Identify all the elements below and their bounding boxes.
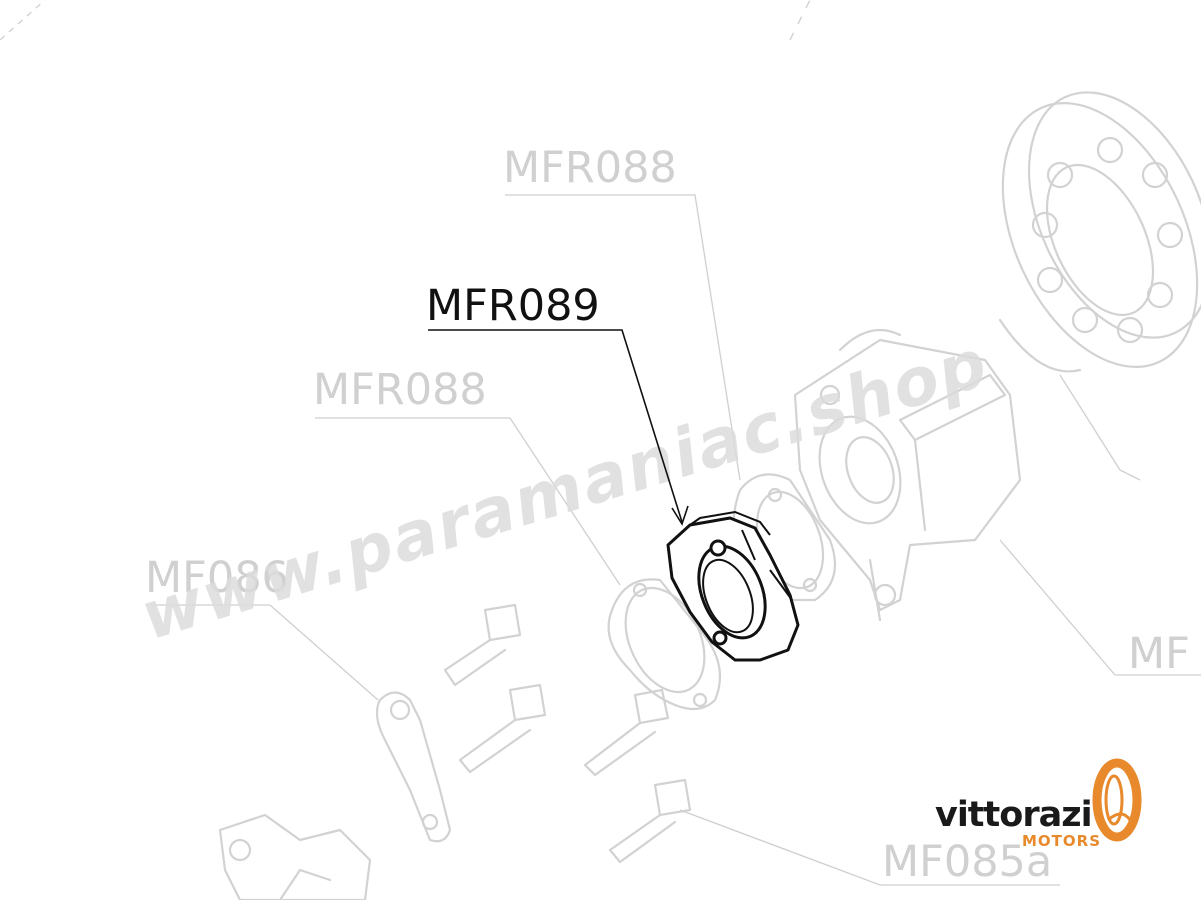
label-mfr089: MFR089 [426,281,600,331]
logo-subtitle-text: MOTORS [1022,832,1101,850]
construction-lines [0,0,811,41]
ghost-bolt-3 [583,688,670,777]
ghost-lever [218,813,372,900]
main-callout: MFR089 [426,281,689,526]
label-mf-right: MF [1128,629,1190,679]
logo-brand-text: vittorazi [935,795,1092,835]
label-mfr088-lower: MFR088 [313,365,487,415]
ghost-bracket [375,691,452,843]
watermark-text: www.paramaniac.shop [132,324,997,655]
ghost-leader-lines [150,194,1201,886]
ghost-bolts [443,603,692,864]
ghost-bolt-2 [458,683,547,774]
ghost-gasket-lower [607,578,722,711]
ghost-bolt-4 [608,778,692,864]
ghost-labels: MFR088 MFR088 MF086 MF MF085a [145,143,1190,887]
label-mfr088-upper: MFR088 [503,143,677,193]
label-mf085a: MF085a [882,837,1052,887]
logo-emblem-icon [1092,758,1142,842]
ghost-bolt-1 [443,603,522,687]
vittorazi-logo: vittorazi MOTORS [935,758,1142,850]
highlighted-part-mfr089[interactable] [666,510,800,662]
ghost-flywheel [998,91,1201,373]
ghost-carburettor [793,328,1022,622]
label-mf086: MF086 [145,553,289,603]
